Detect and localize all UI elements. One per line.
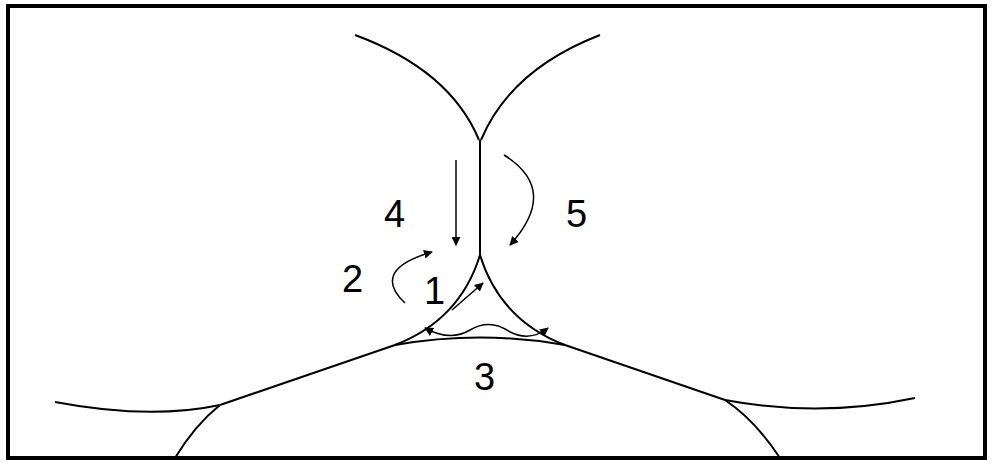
callout-number: 5 [566,195,587,233]
grain-edge [725,398,915,409]
callout-number: 2 [342,260,363,298]
arrow-path [425,324,548,336]
arrow-path [452,283,483,310]
grain-edge [355,35,479,140]
pore-edge [480,255,565,345]
frame-border [8,6,985,458]
grain-boundary [220,345,395,405]
grain-edge [175,405,220,458]
grain-boundary [479,140,481,255]
callout-number: 3 [474,358,495,396]
grain-edge [725,400,780,458]
arrow-path [455,160,457,245]
grain-edge [481,35,600,140]
arrow-path [504,155,534,245]
callout-number: 4 [384,195,405,233]
callout-number: 1 [424,272,445,310]
grain-boundary [565,345,725,400]
grain-edge [55,402,220,412]
grain-outlines [55,35,915,458]
pore-edge [395,338,565,346]
diffusion-arrows [392,155,548,336]
